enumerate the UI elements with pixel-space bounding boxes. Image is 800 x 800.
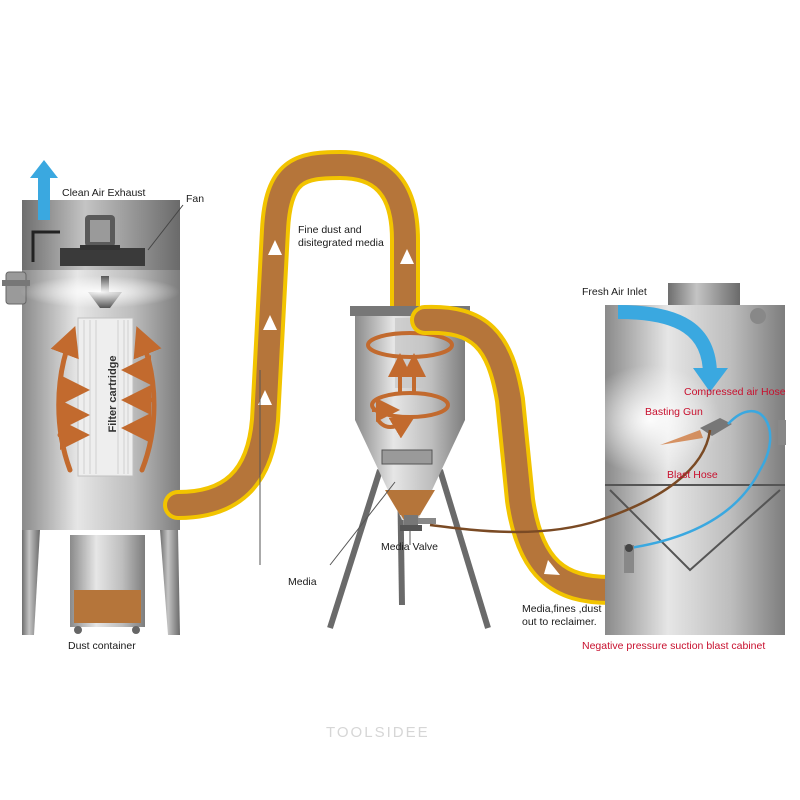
cyclone-swirl-arrows	[366, 331, 454, 439]
collector-leg	[160, 530, 180, 635]
cabinet-label: Negative pressure suction blast cabinet	[582, 640, 766, 652]
watermark: TOOLSIDEE	[326, 724, 430, 741]
clean-air-exhaust-arrow	[30, 160, 58, 220]
blasting-gun-label: Basting Gun	[645, 406, 703, 418]
fine-dust-label: Fine dust and disitegrated media	[298, 224, 384, 249]
dust-collector	[2, 160, 184, 635]
media-out-label: Media,fines ,dust out to reclaimer.	[522, 603, 602, 628]
dust-container-label: Dust container	[68, 640, 136, 652]
fresh-air-arrow	[617, 305, 717, 376]
fan-label: Fan	[186, 193, 205, 205]
filter-cartridge-label: Filter cartridge	[107, 355, 119, 433]
suction-duct-left	[163, 150, 420, 520]
dust-flow-arrows	[50, 325, 162, 473]
blast-hose-label: Blast Hose	[667, 469, 718, 481]
filter-cartridge	[77, 317, 134, 477]
compressed-air-hose	[629, 409, 772, 550]
collector-leg	[22, 530, 40, 635]
clean-air-exhaust-label: Clean Air Exhaust	[62, 187, 146, 199]
blast-hose	[429, 429, 712, 534]
media-valve-label: Media Valve	[381, 541, 439, 553]
blasting-gun	[660, 418, 732, 445]
compressed-air-hose-label: Compressed air Hose	[684, 386, 786, 398]
blast-cabinet	[429, 283, 786, 635]
fresh-air-inlet-label: Fresh Air Inlet	[582, 286, 647, 298]
media-label: Media	[288, 576, 317, 588]
cyclone-separator	[327, 306, 491, 629]
